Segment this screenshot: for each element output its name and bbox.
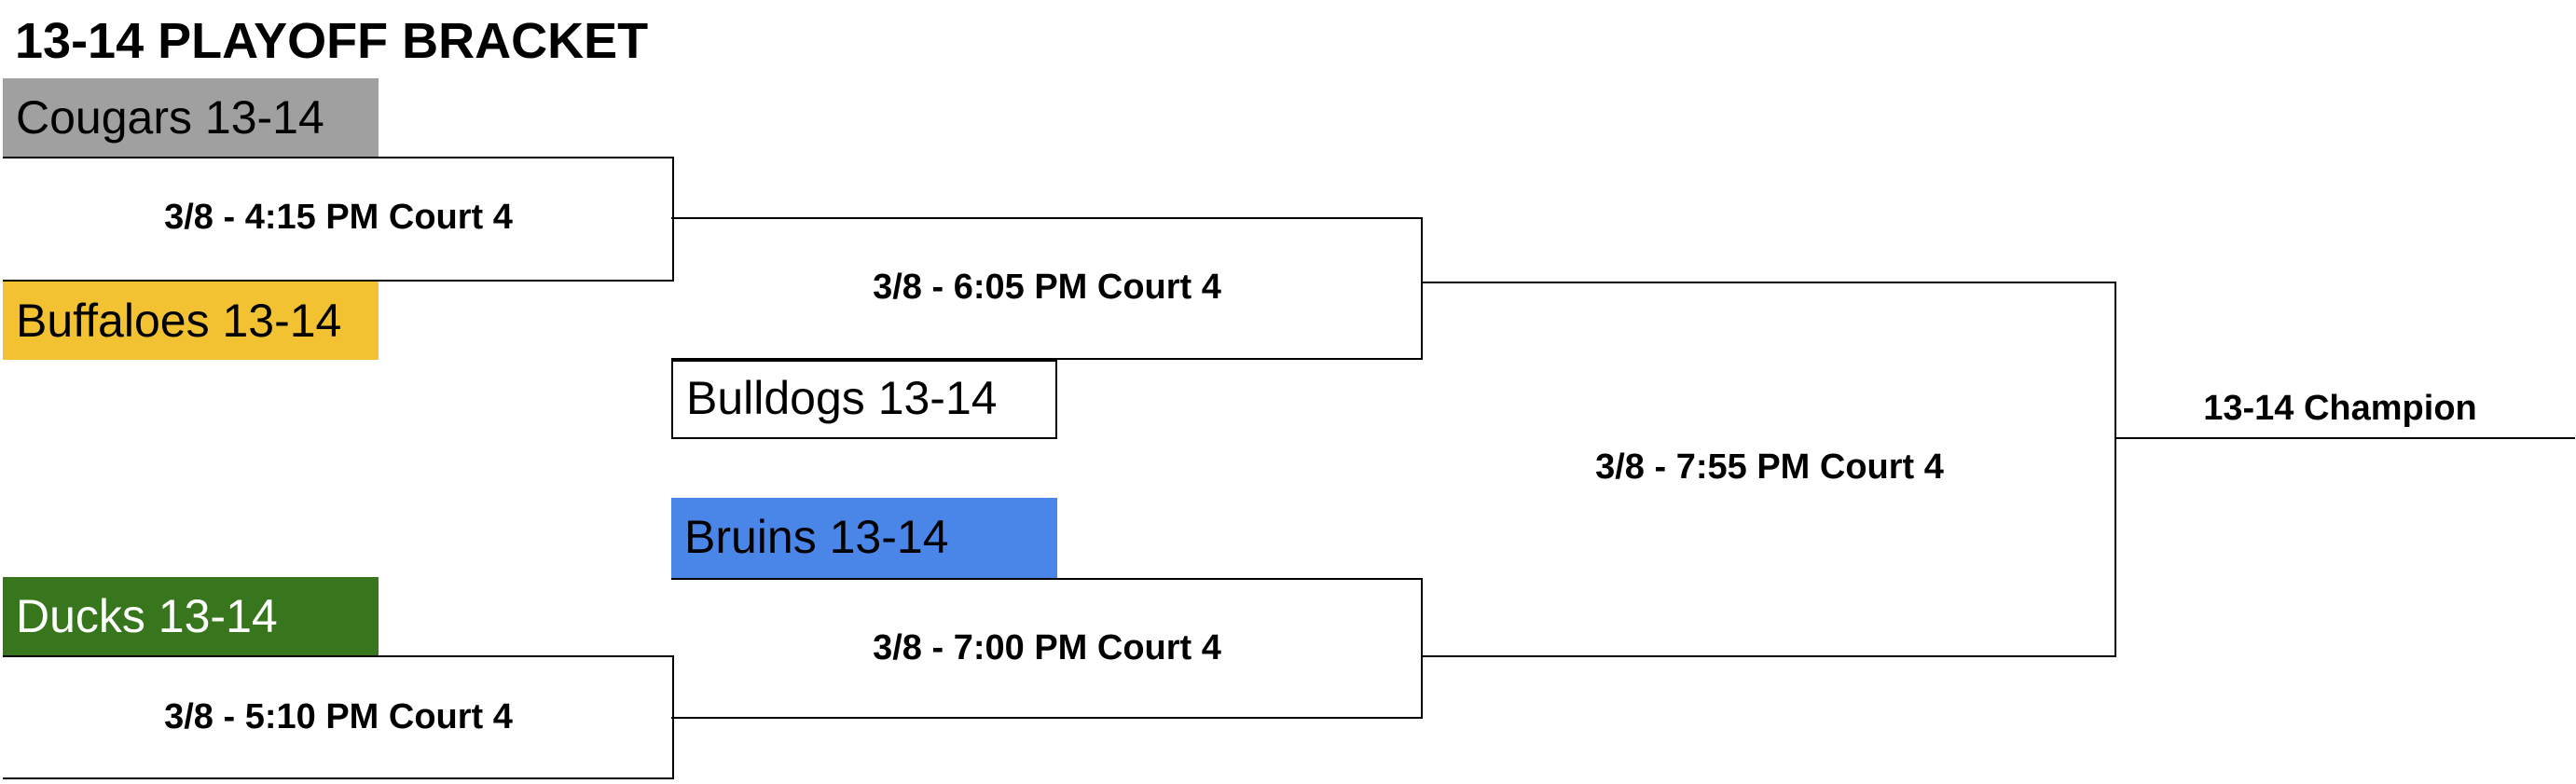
team-ducks-label: Ducks 13-14 bbox=[16, 590, 278, 642]
game-4-bracket bbox=[671, 578, 1423, 719]
game-1-bracket bbox=[3, 157, 674, 282]
game-3-bracket bbox=[671, 217, 1423, 360]
team-cougars: Cougars 13-14 bbox=[3, 78, 379, 157]
bracket-title: 13-14 PLAYOFF BRACKET bbox=[15, 13, 649, 69]
game-1-label: 3/8 - 4:15 PM Court 4 bbox=[164, 198, 513, 237]
team-bruins-label: Bruins 13-14 bbox=[684, 511, 949, 563]
game-4-label: 3/8 - 7:00 PM Court 4 bbox=[873, 628, 1221, 667]
team-ducks: Ducks 13-14 bbox=[3, 577, 379, 655]
final-bracket bbox=[1423, 282, 2116, 657]
team-bulldogs: Bulldogs 13-14 bbox=[671, 360, 1057, 439]
champion-label: 13-14 Champion bbox=[2203, 389, 2477, 428]
team-buffaloes-label: Buffaloes 13-14 bbox=[16, 295, 342, 347]
game-3-label: 3/8 - 6:05 PM Court 4 bbox=[873, 268, 1221, 307]
team-bruins: Bruins 13-14 bbox=[671, 498, 1057, 578]
team-cougars-label: Cougars 13-14 bbox=[16, 91, 324, 144]
final-label: 3/8 - 7:55 PM Court 4 bbox=[1595, 447, 1944, 487]
champion-line bbox=[2116, 437, 2575, 439]
team-buffaloes: Buffaloes 13-14 bbox=[3, 282, 379, 360]
game-2-label: 3/8 - 5:10 PM Court 4 bbox=[164, 697, 513, 736]
team-bulldogs-label: Bulldogs 13-14 bbox=[686, 372, 998, 424]
